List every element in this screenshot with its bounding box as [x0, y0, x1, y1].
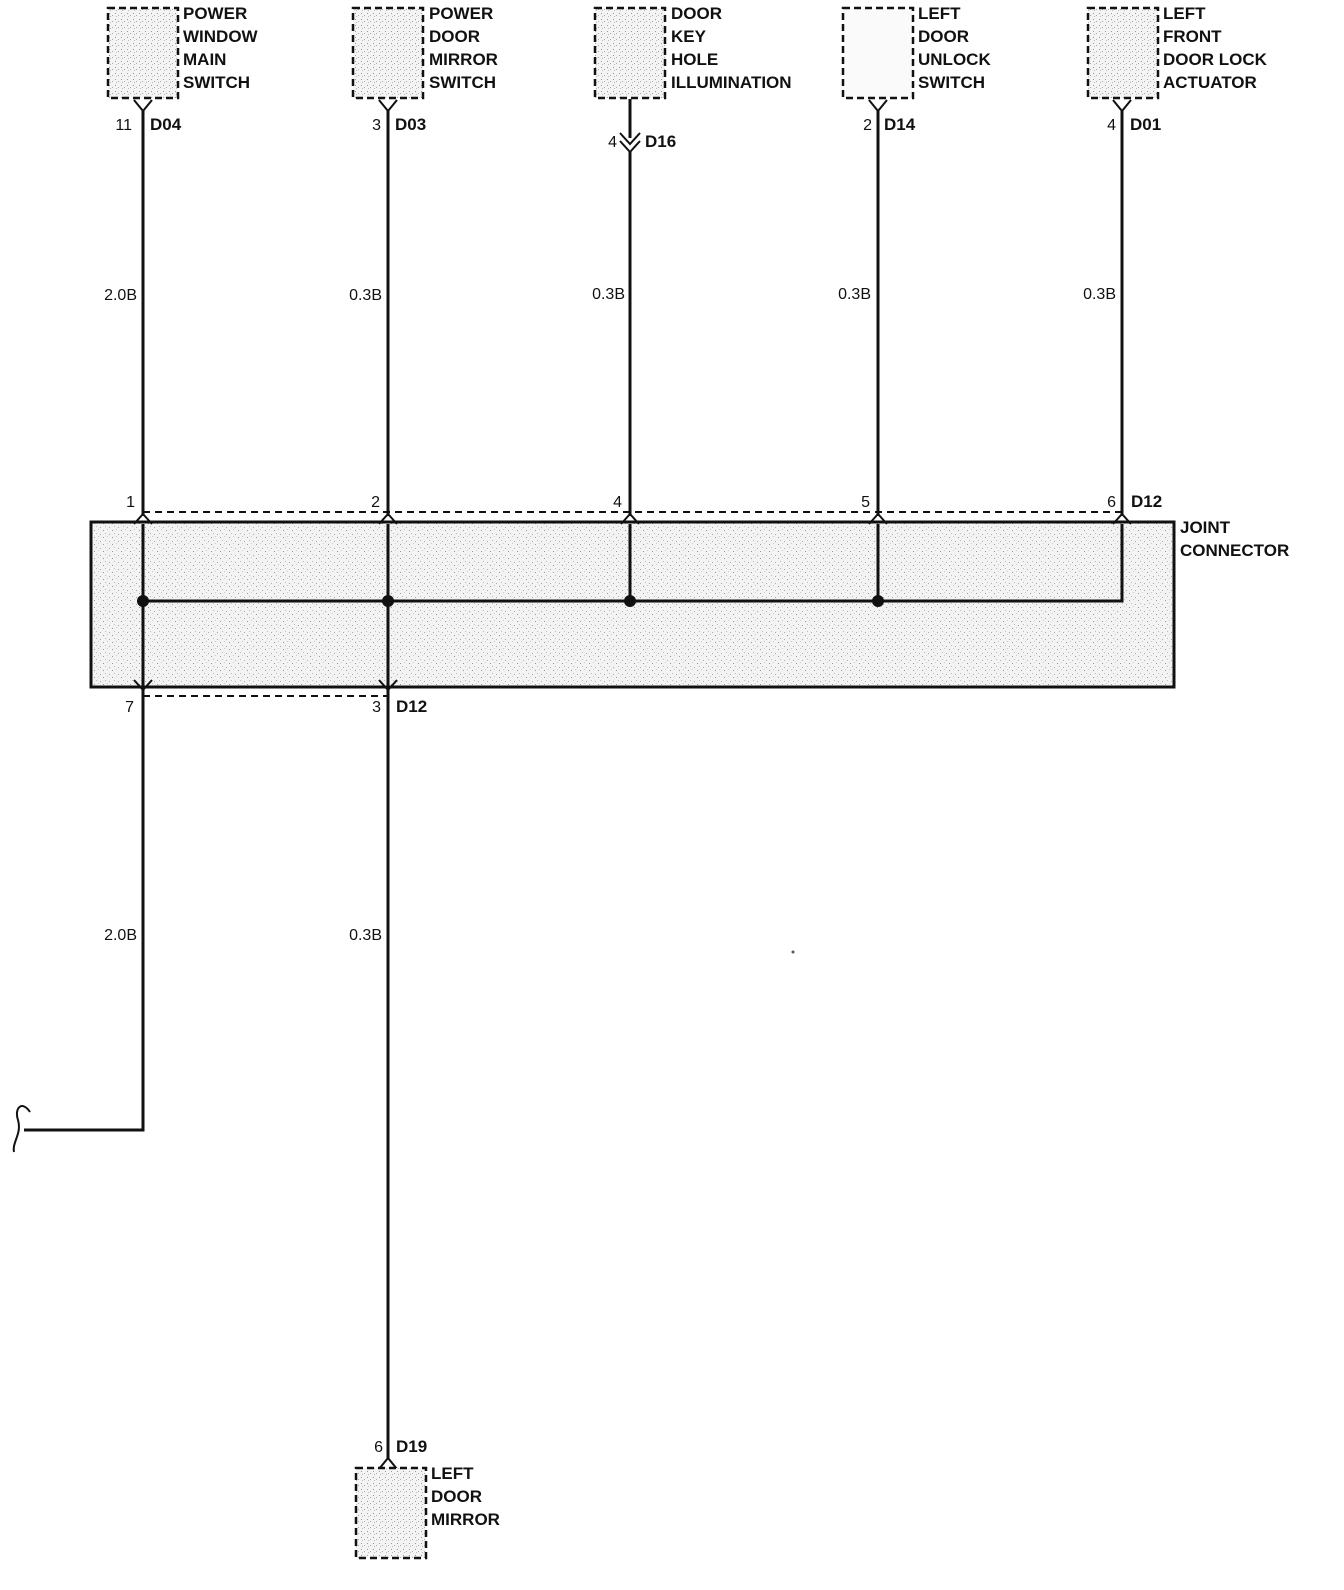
component-box	[106, 6, 180, 100]
power-window-main-switch: POWER WINDOW MAIN SWITCH 11 D04 2.0B	[104, 4, 258, 304]
pin-number: 2	[371, 494, 380, 511]
component-label: SWITCH	[429, 73, 496, 92]
connector-symbol	[378, 1456, 398, 1470]
wire-spec: 2.0B	[104, 927, 137, 944]
component-label: DOOR	[431, 1487, 482, 1506]
pin-number: 1	[126, 494, 135, 511]
component-label: SWITCH	[183, 73, 250, 92]
terminal-symbol	[868, 512, 888, 525]
power-door-mirror-switch: POWER DOOR MIRROR SWITCH 3 D03 0.3B	[349, 4, 498, 304]
splice-dot	[382, 595, 394, 607]
connector-symbol	[619, 132, 641, 146]
pin-number: 11	[115, 117, 132, 134]
component-label: LEFT	[918, 4, 961, 23]
pin-number: 6	[1107, 494, 1116, 511]
joint-connector-label: CONNECTOR	[1180, 541, 1289, 560]
left-door-unlock-switch: LEFT DOOR UNLOCK SWITCH 2 D14 0.3B	[838, 4, 991, 303]
wire-spec: 0.3B	[349, 927, 382, 944]
component-label: POWER	[429, 4, 493, 23]
wire	[52, 690, 145, 1132]
connector-id: D16	[645, 132, 676, 151]
connector-id: D12	[396, 697, 427, 716]
wire-spec: 0.3B	[349, 287, 382, 304]
terminal-symbol	[378, 512, 398, 525]
pin-number: 4	[613, 494, 622, 511]
connector-id: D14	[884, 115, 916, 134]
component-label: WINDOW	[183, 27, 259, 46]
component-label: DOOR	[918, 27, 969, 46]
pin-number: 6	[374, 1439, 383, 1456]
connector-id: D01	[1130, 115, 1161, 134]
left-door-mirror: 6 D19 LEFT DOOR MIRROR	[354, 1437, 500, 1560]
splice-dot	[624, 595, 636, 607]
component-box	[593, 6, 667, 100]
wire-spec: 0.3B	[838, 286, 871, 303]
component-label: POWER	[183, 4, 247, 23]
component-label: SWITCH	[918, 73, 985, 92]
joint-connector: JOINT CONNECTOR D12 1 2 4 5 6 7 3 D12	[89, 492, 1289, 716]
component-label: HOLE	[671, 50, 718, 69]
connector-symbol	[1112, 99, 1132, 113]
pin-number: 4	[1107, 117, 1116, 134]
splice-dot	[137, 595, 149, 607]
terminal-symbol	[620, 512, 640, 525]
component-box	[354, 1466, 428, 1560]
component-label: ILLUMINATION	[671, 73, 792, 92]
wire-spec: 2.0B	[104, 287, 137, 304]
component-label: KEY	[671, 27, 707, 46]
wire-spec: 0.3B	[1083, 286, 1116, 303]
connector-symbol	[868, 99, 888, 113]
pin-number: 4	[608, 134, 617, 151]
stray-dot	[791, 950, 795, 954]
connector-id: D04	[150, 115, 182, 134]
component-label: DOOR LOCK	[1163, 50, 1268, 69]
connector-id: D19	[396, 1437, 427, 1456]
pin-number: 2	[863, 117, 872, 134]
wire-break-symbol	[12, 1105, 31, 1153]
component-label: DOOR	[671, 4, 722, 23]
pin-number: 7	[125, 699, 134, 716]
component-label: MAIN	[183, 50, 226, 69]
door-key-hole-illumination: DOOR KEY HOLE ILLUMINATION 4 D16 0.3B	[592, 4, 791, 303]
connector-id: D03	[395, 115, 426, 134]
pin-number: 5	[861, 494, 870, 511]
component-label: FRONT	[1163, 27, 1222, 46]
component-box	[351, 6, 425, 100]
splice-dot	[872, 595, 884, 607]
component-label: DOOR	[429, 27, 480, 46]
joint-connector-label: JOINT	[1180, 518, 1231, 537]
terminal-symbol	[1112, 512, 1132, 525]
connector-symbol	[378, 99, 398, 113]
internal-bus	[143, 524, 1124, 603]
component-label: MIRROR	[431, 1510, 500, 1529]
component-label: ACTUATOR	[1163, 73, 1257, 92]
terminal-symbol	[133, 512, 153, 525]
component-label: LEFT	[431, 1464, 474, 1483]
component-label: UNLOCK	[918, 50, 991, 69]
component-label: MIRROR	[429, 50, 498, 69]
component-label: LEFT	[1163, 4, 1206, 23]
pin-number: 3	[372, 117, 381, 134]
pin-number: 3	[372, 699, 381, 716]
component-box	[841, 6, 915, 100]
left-front-door-lock-actuator: LEFT FRONT DOOR LOCK ACTUATOR 4 D01 0.3B	[1083, 4, 1268, 303]
connector-symbol	[133, 99, 153, 113]
wire-spec: 0.3B	[592, 286, 625, 303]
connector-id: D12	[1131, 492, 1162, 511]
component-box	[1086, 6, 1160, 100]
